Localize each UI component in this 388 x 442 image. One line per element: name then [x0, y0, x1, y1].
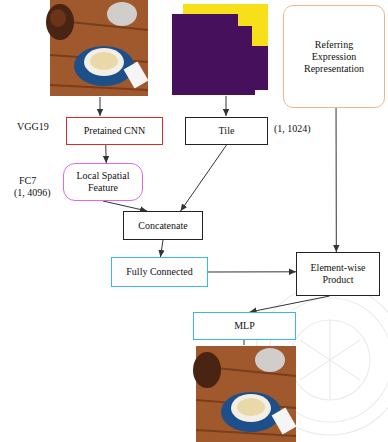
flow-arrow — [208, 271, 296, 272]
box-text: Pretained CNN — [84, 125, 145, 137]
box-text: Tile — [219, 125, 235, 137]
image-arrow — [244, 340, 245, 345]
annotation-label: (1, 4096) — [14, 187, 51, 199]
flow-arrow — [336, 108, 337, 252]
input-box: Referring Expression Representation — [283, 5, 385, 108]
box-text: Element-wise Product — [303, 262, 373, 286]
flow-arrow — [181, 145, 227, 211]
box-text: Fully Connected — [126, 266, 192, 278]
flow-arrow — [160, 240, 163, 257]
process-box: Tile — [185, 117, 268, 145]
image-arrow — [226, 96, 227, 116]
feature-box: Local Spatial Feature — [63, 163, 143, 201]
annotation-label: VGG19 — [17, 121, 49, 133]
box-text: Local Spatial Feature — [70, 170, 136, 194]
mask-image — [172, 4, 268, 95]
process-box: Element-wise Product — [296, 252, 380, 296]
box-text: Referring Expression Representation — [298, 39, 370, 75]
image-arrow — [100, 97, 101, 116]
box-text: MLP — [234, 320, 255, 332]
output-photo — [193, 346, 296, 442]
annotation-label: FC7 — [19, 175, 36, 187]
process-box: Concatenate — [123, 211, 203, 240]
input-photo — [46, 0, 148, 96]
layer-box: MLP — [193, 312, 296, 340]
flow-arrow — [250, 296, 330, 312]
flow-arrow — [103, 201, 147, 211]
layer-box: Fully Connected — [111, 257, 208, 287]
box-text: Concatenate — [138, 220, 187, 232]
flow-arrow — [105, 145, 106, 163]
annotation-label: (1, 1024) — [274, 123, 311, 135]
cnn-box: Pretained CNN — [66, 117, 163, 145]
